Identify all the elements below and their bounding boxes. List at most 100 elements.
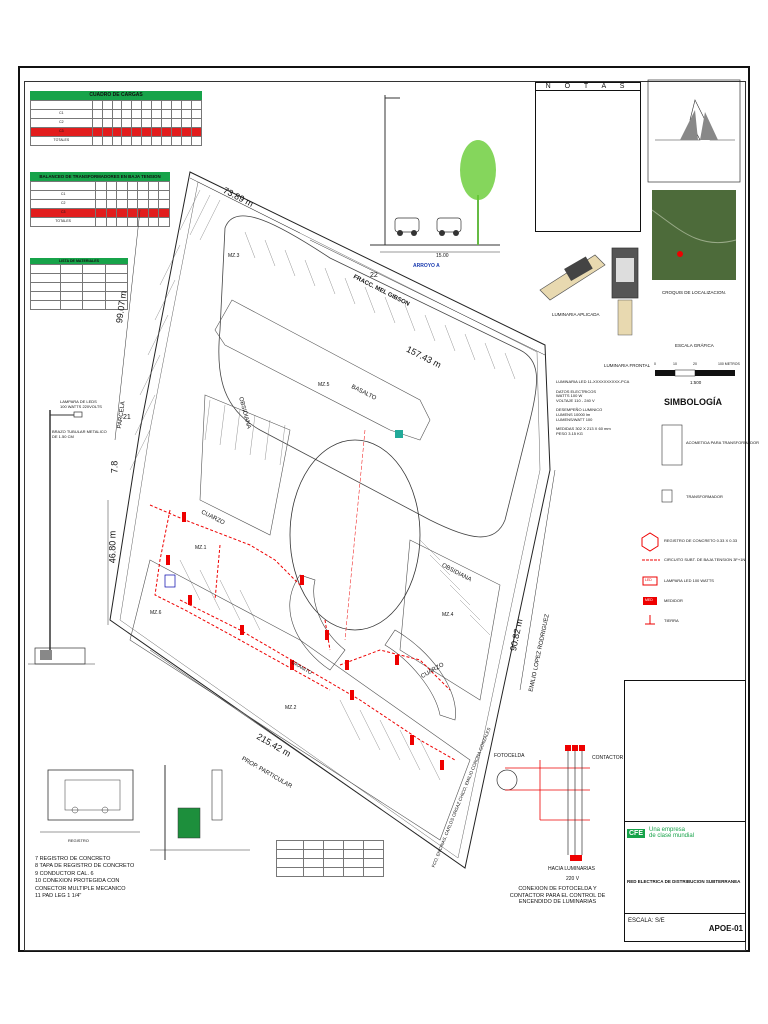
symbol-meter-tag: MED bbox=[645, 598, 653, 602]
roundabout-island-west bbox=[289, 574, 346, 671]
notes-title: N O T A S bbox=[536, 83, 640, 91]
luminaire-markers bbox=[166, 512, 444, 770]
location-map-frame bbox=[647, 79, 741, 183]
cargas-table: C1 C2 C3 TOTALES bbox=[30, 100, 203, 146]
registro-legend-item: 10 CONEXION PROTEGIDA CON CONECTOR MULTI… bbox=[35, 878, 126, 892]
registro-detail-drawing bbox=[40, 769, 140, 833]
notes-body bbox=[536, 93, 640, 129]
luminaire-specs-title: LUMINARIA LED 11-XXXXXXXXXX-PCA bbox=[556, 379, 630, 384]
registro-legend-item: 8 TAPA DE REGISTRO DE CONCRETO bbox=[35, 863, 135, 870]
cargas-row-label: TOTALES bbox=[30, 136, 93, 146]
spec-line: WATTS 100 W bbox=[556, 393, 583, 399]
cargas-table-title: CUADRO DE CARGAS bbox=[30, 91, 202, 100]
location-hill-right bbox=[700, 112, 718, 140]
balance-table-block: BALANCEO DE TRANSFORMADORES EN BAJA TENS… bbox=[29, 172, 170, 227]
title-scale: ESCALA: S/E bbox=[628, 918, 665, 924]
central-park-oval bbox=[289, 439, 421, 631]
section-width-label: 15.00 bbox=[436, 253, 449, 259]
dim-line-right bbox=[309, 239, 546, 356]
balance-row-label: TOTALES bbox=[29, 217, 97, 227]
block-outline bbox=[214, 299, 431, 441]
title-bottom-row: ESCALA: S/E APOE-01 bbox=[625, 913, 745, 942]
pole-label-2: 100 WATTS 220VOLTS bbox=[60, 403, 102, 409]
mz-label-1: MZ.3 bbox=[228, 253, 240, 259]
balance-table: C1 C2 C3 TOTALES bbox=[29, 181, 170, 227]
underground-circuit-lines bbox=[149, 504, 456, 761]
roundabout-island-east bbox=[384, 629, 456, 721]
registro-legend-item: 11 PAD LEG 1 1/4" bbox=[35, 893, 82, 900]
axis-line bbox=[344, 429, 366, 641]
lot-boundary bbox=[109, 171, 551, 869]
photocell-caption: CONEXION DE FOTOCELDA Y CONTACTOR PARA E… bbox=[509, 886, 606, 906]
registro-legend: 7 REGISTRO DE CONCRETO 8 TAPA DE REGISTR… bbox=[35, 856, 150, 901]
arroyo-label: ARROYO A bbox=[413, 263, 440, 269]
mz-label-2: MZ.5 bbox=[318, 382, 330, 388]
block-south bbox=[129, 559, 471, 841]
scale-bar bbox=[655, 369, 735, 377]
transformer-green-marker bbox=[395, 430, 403, 438]
photocell-wiring-diagram bbox=[496, 745, 590, 861]
symbology-shapes bbox=[641, 424, 683, 625]
spec-line: MEDIDAS 302 X 213 X 60 mm bbox=[556, 426, 611, 432]
scale-title: ESCALA GRÁFICA bbox=[675, 343, 714, 348]
sheet-number: APOE-01 bbox=[708, 924, 743, 933]
scale-tick-0: 0 bbox=[654, 362, 656, 366]
brand-text: Una empresa de clase mundial bbox=[649, 827, 694, 839]
luminaires-direction-label: HACIA LUMINARIAS bbox=[548, 866, 595, 872]
pole-label-1: LAMPARA DE LEDS bbox=[60, 399, 97, 404]
contactor-label: CONTACTOR bbox=[592, 755, 624, 761]
scale-ratio: 1:500 bbox=[690, 380, 702, 385]
dim-line-right2 bbox=[519, 469, 556, 691]
notes-box: N O T A S bbox=[535, 82, 641, 232]
scale-tick-2: 20 bbox=[693, 362, 697, 366]
title-signatures-area bbox=[625, 681, 745, 822]
luminaire-aplicada-caption: LUMINARIA APLICADA bbox=[552, 312, 600, 317]
spec-line: LUMENS/WATT 100 bbox=[556, 416, 593, 422]
mz-label-4: MZ.4 bbox=[442, 612, 454, 618]
symbology-title: SIMBOLOGÍA bbox=[664, 397, 722, 407]
fracc-number: 22 bbox=[370, 272, 378, 279]
symbol-circuito-label: CIRCUITO SUBT. DE BAJA TENSION 3F+1N bbox=[664, 557, 746, 562]
pole-labels: LAMPARA DE LEDS 100 WATTS 220VOLTS bbox=[60, 399, 102, 409]
pole-detail-drawing bbox=[28, 410, 95, 665]
spec-line: PESO 3.15 KG bbox=[556, 430, 583, 436]
brand-line-2: de clase mundial bbox=[649, 833, 695, 839]
parcela-number: 21 bbox=[123, 414, 131, 421]
location-marker bbox=[677, 251, 683, 257]
mz-label-6: MZ.6 bbox=[150, 610, 162, 616]
satellite-road bbox=[651, 209, 737, 244]
brand-row: CFE Una empresa de clase mundial bbox=[627, 823, 745, 843]
dim-left3-label: 7.8 bbox=[109, 460, 120, 474]
symbol-acometida-label: ACOMETIDA PARA TRANSFORMADOR bbox=[686, 440, 759, 445]
pole-arm-labels: BRAZO TUBULAR METALICO DE 1.50 CM bbox=[52, 429, 107, 439]
symbol-medidor-label: MEDIDOR bbox=[664, 598, 683, 603]
block-obsidiana-west bbox=[199, 394, 291, 536]
location-hill-left bbox=[680, 110, 698, 140]
balance-table-title: BALANCEO DE TRANSFORMADORES EN BAJA TENS… bbox=[30, 172, 170, 181]
materials-table bbox=[30, 264, 129, 310]
project-name: RED ELECTRICA DE DISTRIBUCION SUBTERRANE… bbox=[627, 879, 741, 884]
registro-legend-item: 9 CONDUCTOR CAL. 6 bbox=[35, 870, 94, 877]
block-obsidiana-east bbox=[399, 539, 501, 701]
symbol-lamp-tag: LED bbox=[645, 578, 652, 582]
materials-table-block: LISTA DE MATERIALES bbox=[30, 258, 129, 310]
scale-tick-3: 100 METROS bbox=[718, 362, 740, 366]
spec-line: LUMENS 10000 lm bbox=[556, 411, 591, 417]
spec-line: DATOS ELECTRICOS bbox=[556, 388, 597, 394]
symbol-tierra-label: TIERRA bbox=[664, 618, 679, 623]
street-section-drawing bbox=[370, 95, 500, 253]
drawing-inner-border bbox=[24, 81, 746, 951]
luminaire-frontal-caption: LUMINARIA FRONTAL bbox=[604, 363, 651, 368]
dim-line-left bbox=[114, 209, 141, 441]
dim-line-bottom bbox=[149, 649, 441, 851]
symbol-lampara-label: LAMPARA LED 100 WATTS bbox=[664, 578, 714, 583]
symbol-transformador-label: TRANSFORMADOR bbox=[686, 494, 723, 499]
lot-subdivision-lines bbox=[129, 189, 516, 781]
mz-label-5: MZ.2 bbox=[285, 705, 297, 711]
title-block: CFE Una empresa de clase mundial RED ELE… bbox=[624, 680, 746, 942]
transformer-symbol bbox=[164, 574, 176, 588]
registro-title: REGISTRO bbox=[68, 838, 89, 843]
brand-line-1: Una empresa bbox=[649, 827, 686, 833]
photocell-label: FOTOCELDA bbox=[494, 753, 525, 759]
